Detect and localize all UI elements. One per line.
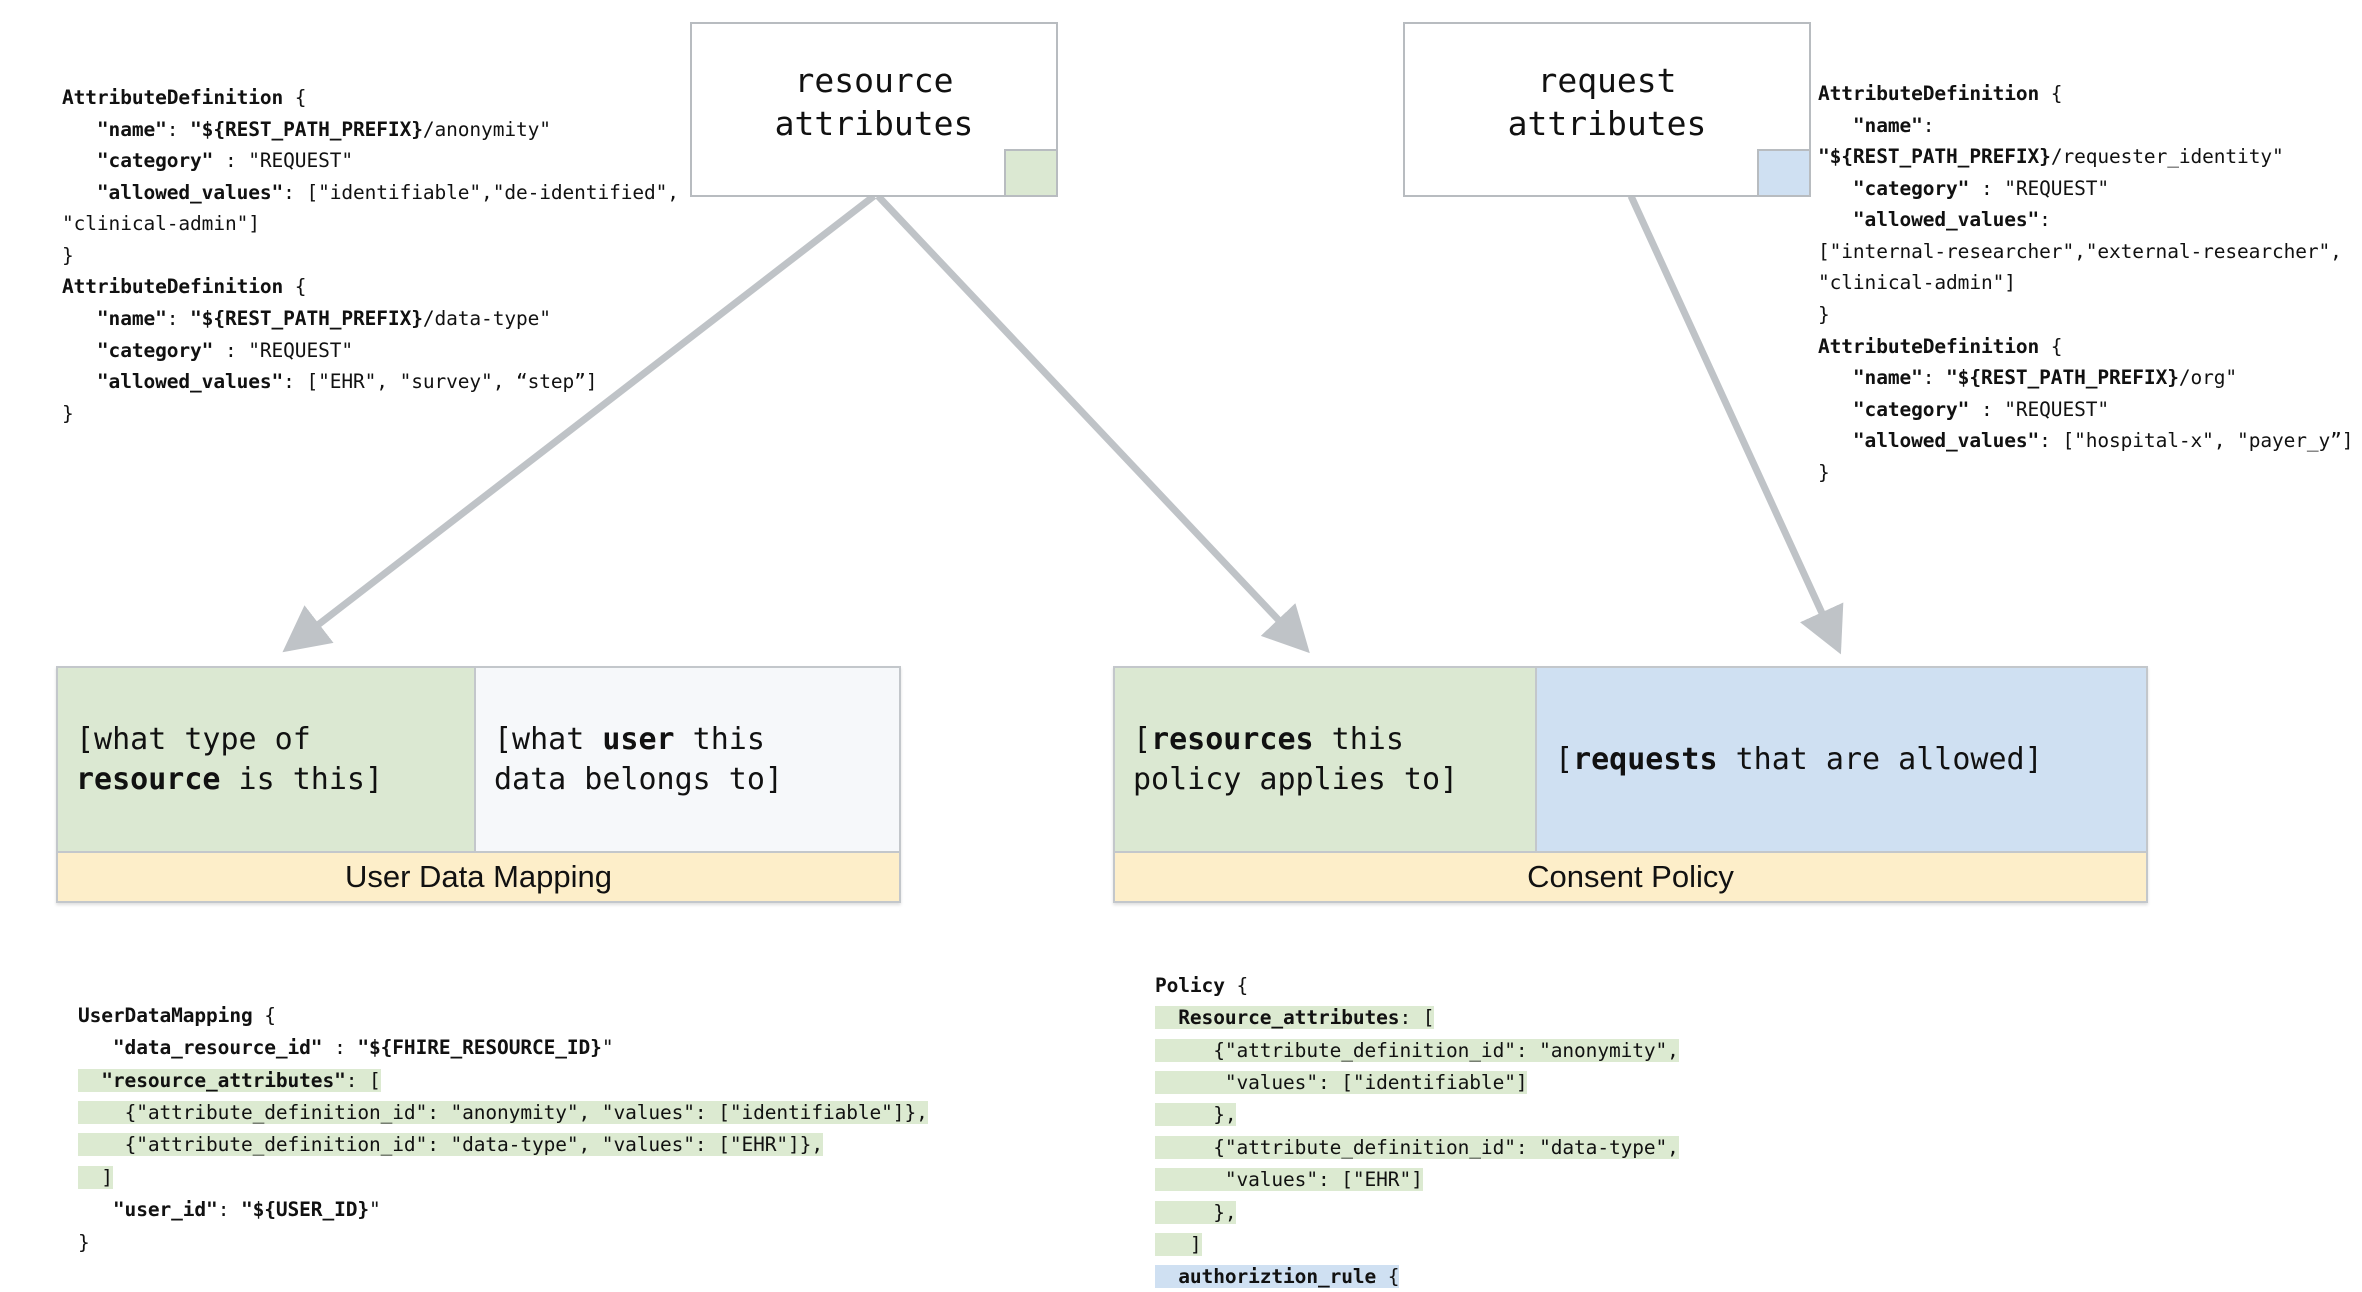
consent-policy-requests-cell[interactable]: [requests that are allowed] bbox=[1537, 668, 2146, 851]
code-line: "data_resource_id" : "${FHIRE_RESOURCE_I… bbox=[112, 1036, 614, 1060]
code-line: } bbox=[62, 243, 74, 267]
arrow-request-to-consent-policy bbox=[1627, 194, 1844, 655]
request-attributes-color-swatch bbox=[1757, 149, 1809, 195]
code-line: Resource_attributes: [ bbox=[1155, 1006, 1434, 1030]
request-attributes-label: request attributes bbox=[1507, 61, 1707, 143]
code-line: "name": "${REST_PATH_PREFIX}/org" bbox=[1852, 366, 2238, 390]
code-line: "category" : "REQUEST" bbox=[1852, 176, 2110, 200]
code-line: } bbox=[1818, 303, 1830, 327]
code-line: AttributeDefinition { bbox=[1818, 334, 2063, 358]
request-attribute-definitions-code: AttributeDefinition { "name": "${REST_PAT… bbox=[1818, 78, 2362, 489]
code-line: {"attribute_definition_id": "anonymity", bbox=[1155, 1038, 1679, 1062]
code-line: {"attribute_definition_id": "data-type",… bbox=[78, 1133, 823, 1157]
code-line: AttributeDefinition { bbox=[62, 275, 307, 299]
code-line: authoriztion_rule { bbox=[1155, 1265, 1400, 1289]
user-data-mapping-code: UserDataMapping { "data_resource_id" : "… bbox=[78, 1000, 978, 1259]
resource-attributes-color-swatch bbox=[1004, 149, 1056, 195]
code-line: {"attribute_definition_id": "anonymity",… bbox=[78, 1101, 928, 1125]
resource-attributes-box[interactable]: resource attributes bbox=[690, 22, 1058, 197]
code-line: } bbox=[78, 1230, 90, 1254]
code-line: UserDataMapping { bbox=[78, 1004, 276, 1027]
code-line: AttributeDefinition { bbox=[1818, 82, 2063, 105]
consent-policy-requests-text: [requests that are allowed] bbox=[1555, 741, 2043, 777]
code-line: ["internal-researcher","external-researc… bbox=[1818, 239, 2342, 263]
consent-policy-code: Policy { Resource_attributes: [ {"attrib… bbox=[1155, 970, 2362, 1292]
user-data-mapping-title: User Data Mapping bbox=[344, 859, 613, 894]
code-line: "name": bbox=[1852, 113, 1935, 137]
code-line: "allowed_values": ["hospital-x", "payer_… bbox=[1852, 429, 2354, 453]
request-attributes-box[interactable]: request attributes bbox=[1403, 22, 1811, 197]
code-line: } bbox=[62, 401, 74, 425]
code-line: } bbox=[1818, 460, 1830, 484]
code-line: ] bbox=[78, 1165, 113, 1189]
code-line: "values": ["identifiable"] bbox=[1155, 1071, 1528, 1095]
code-line: }, bbox=[1155, 1200, 1237, 1224]
code-line: "values": ["EHR"] bbox=[1155, 1168, 1423, 1192]
code-line: ] bbox=[1155, 1232, 1202, 1256]
code-line: "category" : "REQUEST" bbox=[1852, 397, 2110, 421]
code-line: "name": "${REST_PATH_PREFIX}/data-type" bbox=[96, 307, 551, 331]
code-line: "allowed_values": ["identifiable","de-id… bbox=[96, 180, 679, 204]
code-line: {"attribute_definition_id": "data-type", bbox=[1155, 1135, 1679, 1159]
resource-attribute-definitions-code: AttributeDefinition { "name": "${REST_PA… bbox=[62, 82, 702, 429]
code-line: }, bbox=[1155, 1103, 1237, 1127]
code-line: "clinical-admin"] bbox=[1818, 271, 2016, 295]
consent-policy-title: Consent Policy bbox=[1527, 859, 1734, 894]
code-line: "user_id": "${USER_ID}" bbox=[112, 1198, 381, 1222]
code-line: "clinical-admin"] bbox=[62, 212, 260, 236]
consent-policy-footer: Consent Policy bbox=[1115, 851, 2146, 901]
code-line: "category" : "REQUEST" bbox=[96, 338, 354, 362]
arrow-resource-to-consent-policy bbox=[875, 193, 1310, 654]
code-line: "name": "${REST_PATH_PREFIX}/anonymity" bbox=[96, 117, 551, 141]
resource-attributes-label: resource attributes bbox=[774, 61, 974, 143]
code-line: AttributeDefinition { bbox=[62, 86, 307, 109]
code-line: "allowed_values": ["EHR", "survey", “ste… bbox=[96, 370, 598, 394]
code-line: "resource_attributes": [ bbox=[78, 1068, 381, 1092]
code-line: "${REST_PATH_PREFIX}/requester_identity" bbox=[1818, 145, 2284, 169]
user-data-mapping-footer: User Data Mapping bbox=[58, 851, 899, 901]
code-line: "allowed_values": bbox=[1852, 208, 2051, 232]
code-line: Policy { bbox=[1155, 974, 1249, 997]
code-line: "category" : "REQUEST" bbox=[96, 149, 354, 173]
